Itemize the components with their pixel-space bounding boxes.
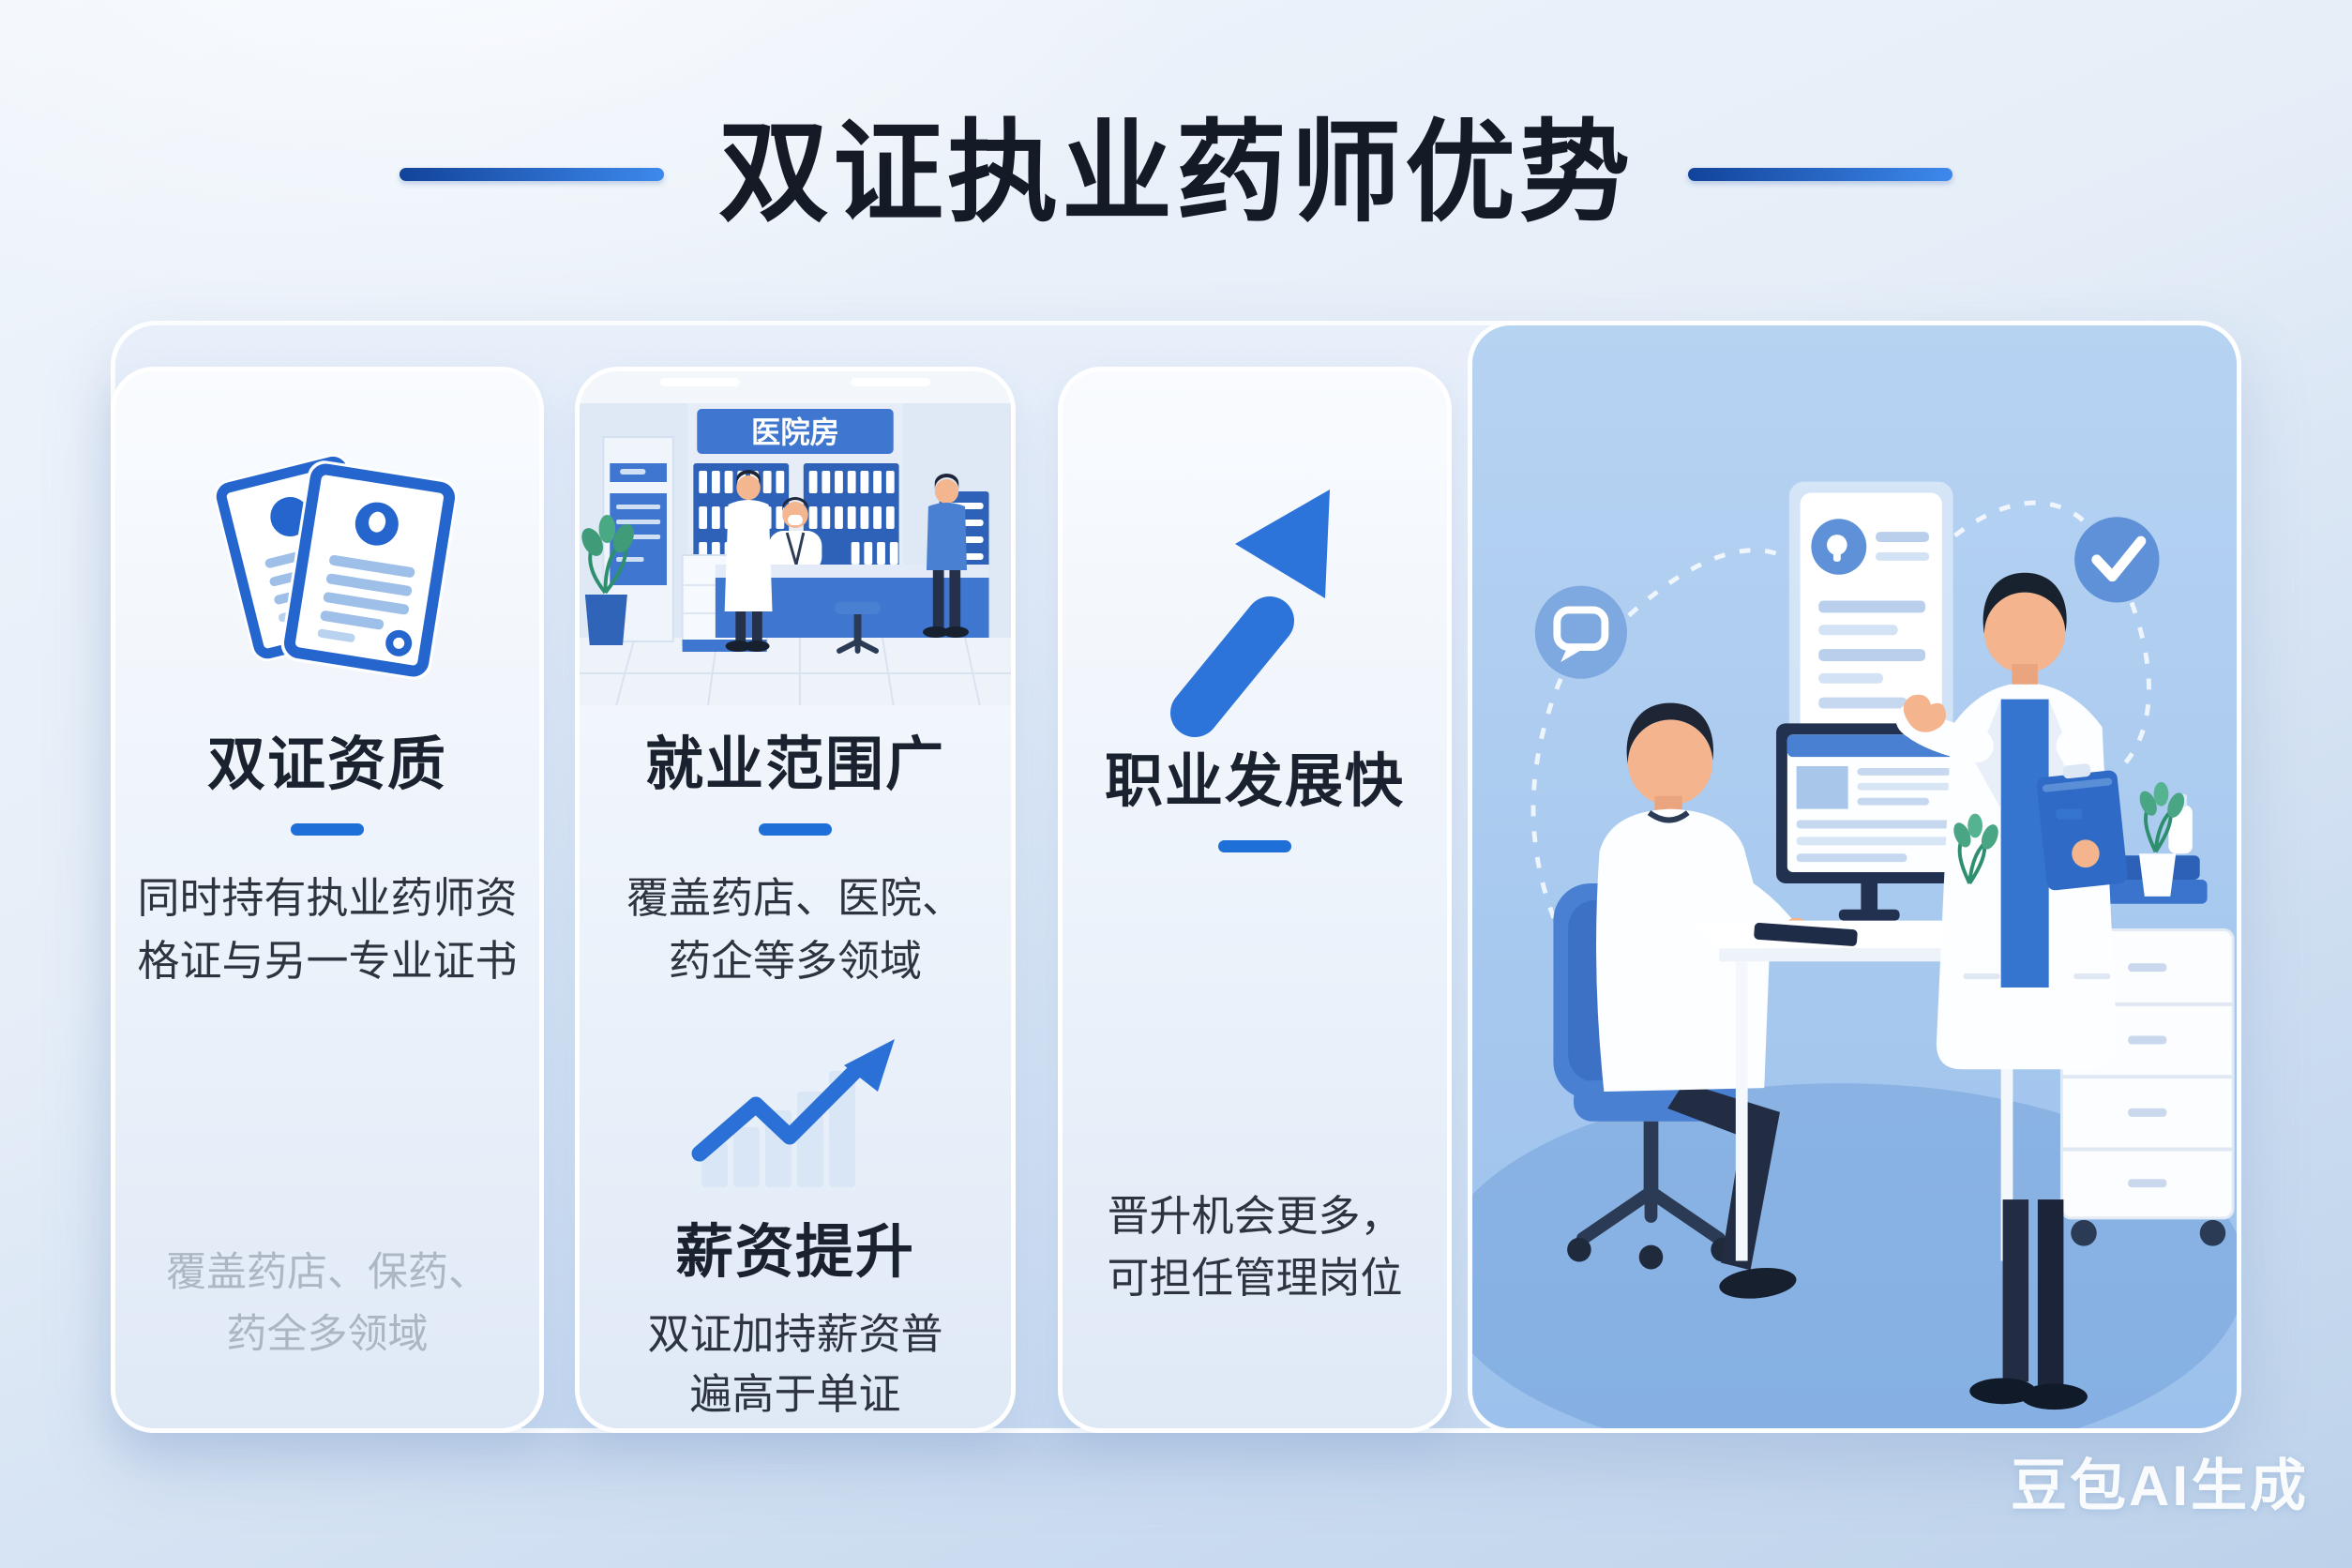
card1-accent-dash	[291, 823, 364, 837]
title-right-dash	[1688, 167, 1952, 181]
card1-faded-note: 覆盖药店、保药、 药全多领域	[166, 1242, 489, 1366]
computer-monitor	[1776, 723, 1970, 921]
card3-title: 职业发展快	[1104, 749, 1405, 814]
card1-desc-line2: 格证与另一专业证书	[137, 936, 518, 985]
pharmacy-counter-scene: 医院房	[580, 371, 1011, 705]
plant-icon	[581, 515, 634, 645]
card2-salary-desc: 双证加持薪资普 遍高于单证	[647, 1304, 942, 1426]
card3-desc-line2: 可担任管理岗位	[1107, 1254, 1403, 1303]
title-left-dash	[399, 167, 664, 181]
card3-description: 晋升机会更多， 可担任管理岗位	[1107, 1185, 1402, 1310]
two-pharmacists-office-scene	[1472, 325, 2237, 1428]
speech-bubble-badge-icon	[1534, 585, 1627, 679]
card-career-growth: 职业发展快 晋升机会更多， 可担任管理岗位	[1058, 367, 1452, 1433]
card-dual-certificates: 双证资质 同时持有执业药师资 格证与另一专业证书 覆盖药店、保药、 药全多领域	[111, 367, 544, 1433]
card3-desc-line1: 晋升机会更多，	[1107, 1191, 1403, 1240]
card2-accent-dash	[759, 823, 832, 837]
card2-salary-title: 薪资提升	[674, 1220, 915, 1286]
content-container: 双证资质 同时持有执业药师资 格证与另一专业证书 覆盖药店、保药、 药全多领域	[111, 321, 2241, 1433]
page-title: 双证执业药师优势	[717, 112, 1634, 235]
card1-description: 同时持有执业药师资 格证与另一专业证书	[137, 867, 517, 992]
card2-employment-line2: 药企等多领域	[668, 936, 922, 985]
card2-employment-desc: 覆盖药店、医院、 药企等多领域	[626, 867, 964, 992]
keyboard	[1754, 923, 1858, 946]
card2-employment-line1: 覆盖药店、医院、	[626, 874, 964, 923]
customer-white-coat	[724, 470, 773, 652]
page-header: 双证执业药师优势	[0, 111, 2352, 238]
pharmacist-figure	[768, 497, 822, 572]
pharmacy-sign-text: 医院房	[751, 415, 839, 449]
checkmark-badge-icon	[2074, 517, 2160, 603]
card1-title: 双证资质	[206, 732, 447, 797]
ai-generated-watermark: 豆包AI生成	[2011, 1455, 2309, 1517]
card1-desc-line1: 同时持有执业药师资	[137, 874, 518, 923]
stool	[835, 602, 882, 654]
up-right-arrow-icon	[1170, 490, 1330, 737]
document-card-icon	[1788, 481, 1953, 754]
card-employment-salary: 医院房	[575, 367, 1016, 1433]
desk-plant-icon	[1952, 813, 1998, 932]
standing-pharmacist	[1895, 572, 2128, 1410]
card2-employment-title: 就业范围广	[644, 732, 945, 797]
pharmacy-illustration: 医院房	[580, 371, 1011, 705]
card1-faded-line2: 药全多领域	[226, 1312, 429, 1358]
rising-trend-arrow-icon	[691, 1039, 895, 1188]
card2-salary-line1: 双证加持薪资普	[647, 1309, 943, 1358]
dual-certificates-icon	[213, 454, 459, 680]
office-consultation-panel	[1468, 321, 2241, 1433]
customer-blue-vest	[923, 474, 969, 638]
card2-salary-line2: 遍高于单证	[689, 1370, 901, 1419]
card3-accent-dash	[1218, 840, 1291, 853]
card1-faded-line1: 覆盖药店、保药、	[166, 1249, 489, 1295]
cabinet-plant-icon	[2138, 781, 2185, 897]
